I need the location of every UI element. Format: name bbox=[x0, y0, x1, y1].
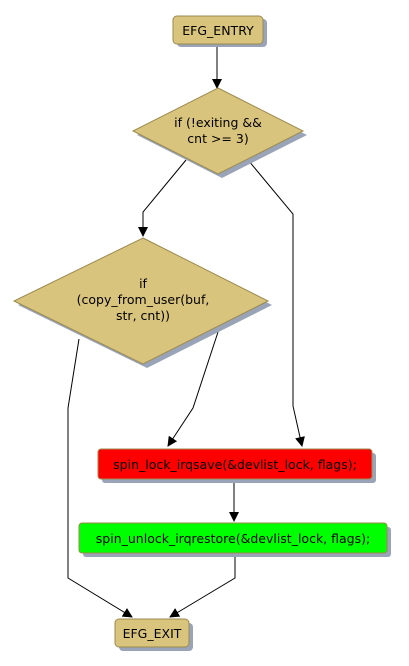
condition-exiting-label: if (!exiting &&cnt >= 3) bbox=[174, 115, 262, 146]
entry-label-line-1: EFG_ENTRY bbox=[182, 23, 254, 38]
cond1-label-line-2: cnt >= 3) bbox=[187, 131, 248, 146]
exit-node: EFG_EXIT bbox=[114, 618, 193, 651]
unlock-box bbox=[78, 522, 388, 554]
edge-cond2-to-exit bbox=[67, 338, 133, 618]
unlock-label: spin_unlock_irqrestore(&devlist_lock, fl… bbox=[96, 531, 370, 546]
condition-exiting-node: if (!exiting &&cnt >= 3) bbox=[131, 87, 307, 178]
condition-copy-diamond bbox=[12, 237, 270, 365]
condition-exiting-diamond bbox=[131, 87, 305, 175]
cond2-label-line-1: if bbox=[139, 276, 147, 291]
entry-label: EFG_ENTRY bbox=[182, 23, 254, 38]
lock-box bbox=[97, 448, 373, 480]
condition-copy-label: if(copy_from_user(buf,str, cnt)) bbox=[77, 276, 210, 323]
lock-label: spin_lock_irqsave(&devlist_lock, flags); bbox=[113, 457, 357, 472]
edge-unlock-to-exit bbox=[169, 555, 236, 618]
entry-box bbox=[172, 15, 264, 45]
edge-cond1-to-lock bbox=[247, 159, 305, 447]
unlock-node: spin_unlock_irqrestore(&devlist_lock, fl… bbox=[78, 522, 391, 557]
exit-label: EFG_EXIT bbox=[123, 626, 182, 641]
exit-label-line-1: EFG_EXIT bbox=[123, 626, 182, 641]
lock-node: spin_lock_irqsave(&devlist_lock, flags); bbox=[97, 448, 376, 483]
edge-cond1-to-cond2 bbox=[138, 159, 187, 237]
edges bbox=[67, 46, 305, 618]
edge-cond2-to-lock bbox=[167, 328, 220, 447]
cond1-label-line-1: if (!exiting && bbox=[174, 115, 262, 130]
unlock-label-line-1: spin_unlock_irqrestore(&devlist_lock, fl… bbox=[96, 531, 370, 546]
condition-copy-node: if(copy_from_user(buf,str, cnt)) bbox=[12, 237, 272, 368]
lock-label-line-1: spin_lock_irqsave(&devlist_lock, flags); bbox=[113, 457, 357, 472]
entry-node: EFG_ENTRY bbox=[172, 15, 267, 47]
cond2-label-line-3: str, cnt)) bbox=[116, 308, 170, 323]
exit-box bbox=[114, 618, 190, 648]
cond2-label-line-2: (copy_from_user(buf, bbox=[77, 292, 210, 307]
